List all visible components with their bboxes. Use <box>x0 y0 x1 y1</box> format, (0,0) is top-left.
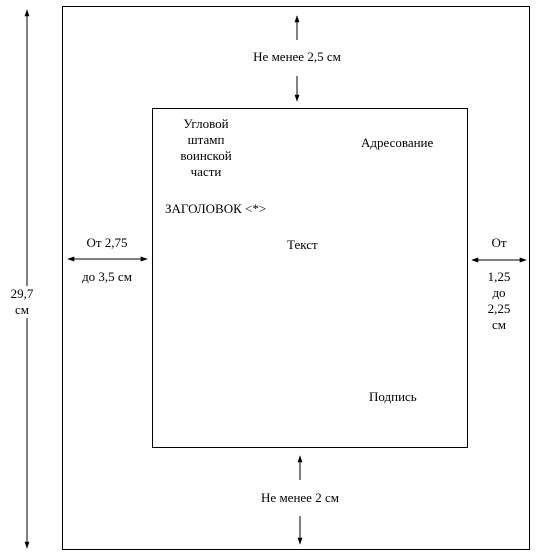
page-height-label: 29,7 см <box>0 286 44 318</box>
left-margin-label-to: до 3,5 см <box>82 269 132 284</box>
page-height-value: 29,7 <box>10 286 34 301</box>
bottom-margin-label: Не менее 2 см <box>261 490 339 505</box>
page-outline <box>62 6 530 550</box>
left-margin-label-from: От 2,75 <box>86 235 128 250</box>
corner-stamp-line1: Угловой <box>183 116 229 131</box>
heading-label: ЗАГОЛОВОК <*> <box>165 201 267 216</box>
right-margin-min: 1,25 <box>487 269 511 284</box>
corner-stamp-line3: воинской <box>180 148 232 163</box>
page-height-unit: см <box>15 302 29 317</box>
right-margin-label-from: От <box>491 235 507 250</box>
text-label: Текст <box>287 237 318 252</box>
right-margin-max: 2,25 <box>487 301 511 316</box>
right-margin-label-values: 1,25 до 2,25 см <box>470 269 528 333</box>
right-margin-unit: см <box>492 317 506 332</box>
text-area-outline <box>152 108 468 448</box>
top-margin-label: Не менее 2,5 см <box>253 49 341 64</box>
right-margin-to: до <box>492 285 506 300</box>
corner-stamp: Угловой штамп воинской части <box>160 116 252 180</box>
signature-label: Подпись <box>369 389 417 404</box>
corner-stamp-line4: части <box>190 164 222 179</box>
addressing-label: Адресование <box>361 135 434 150</box>
corner-stamp-line2: штамп <box>187 132 225 147</box>
